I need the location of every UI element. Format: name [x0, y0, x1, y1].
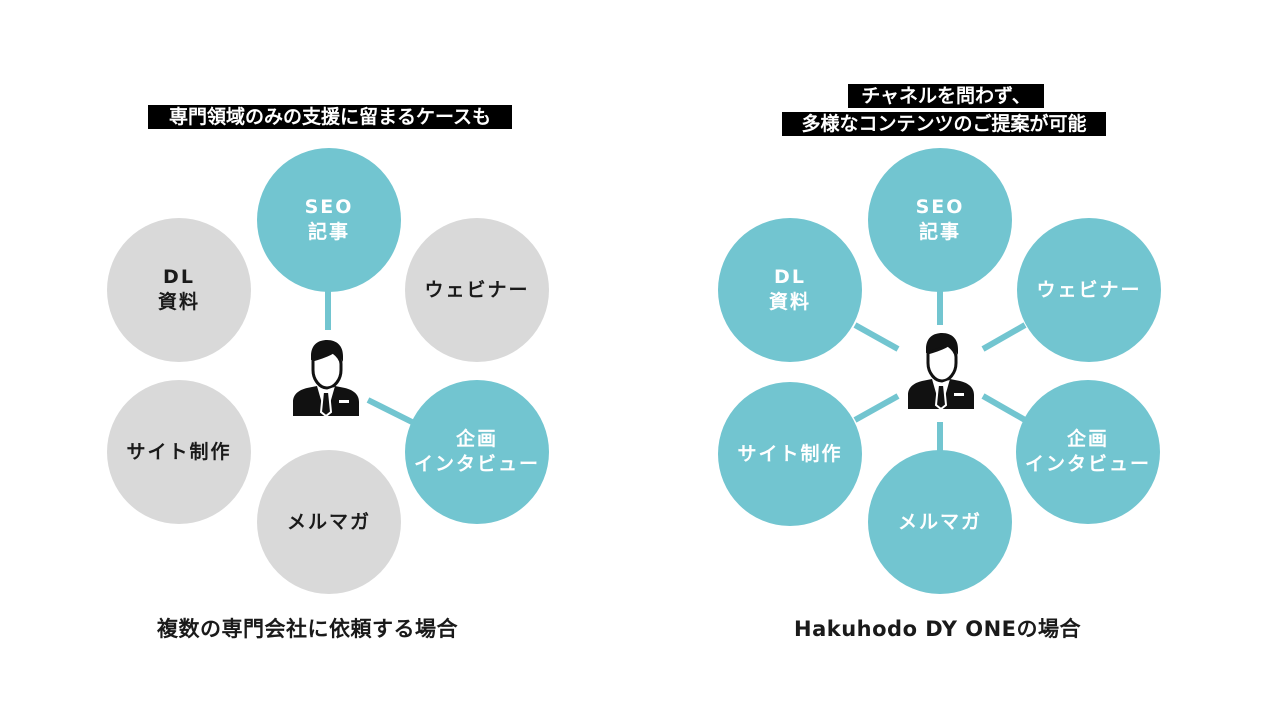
left-panel: 専門領域のみの支援に留まるケースも SEO 記事 ウェビナー 企画 インタビュー… — [107, 105, 549, 641]
right-node-site: サイト制作 — [718, 382, 862, 526]
right-node-seo: SEO 記事 — [868, 148, 1012, 292]
right-panel: チャネルを問わず、 多様なコンテンツのご提案が可能 SEO 記事 ウェビナー 企… — [718, 84, 1161, 641]
left-node-kikaku-interview: 企画 インタビュー — [405, 380, 549, 524]
connector-right-webinar — [981, 322, 1027, 352]
left-node-merumaga: メルマガ — [257, 450, 401, 594]
businessman-icon — [293, 340, 359, 418]
businessman-icon — [908, 333, 974, 411]
left-node-webinar: ウェビナー — [405, 218, 549, 362]
left-node-seo: SEO 記事 — [257, 148, 401, 292]
left-footer-label: 複数の専門会社に依頼する場合 — [157, 617, 458, 641]
connector-right-dl — [853, 322, 900, 352]
left-node-dl: DL 資料 — [107, 218, 251, 362]
right-node-webinar: ウェビナー — [1017, 218, 1161, 362]
right-caption-line1: チャネルを問わず、 — [848, 84, 1044, 108]
right-node-dl: DL 資料 — [718, 218, 862, 362]
left-caption: 専門領域のみの支援に留まるケースも — [148, 105, 512, 129]
left-node-site: サイト制作 — [107, 380, 251, 524]
connector-left-kikaku — [366, 397, 414, 425]
right-footer-label: Hakuhodo DY ONEの場合 — [794, 617, 1082, 641]
connector-right-site — [853, 393, 900, 423]
right-node-kikaku-interview: 企画 インタビュー — [1016, 380, 1160, 524]
connector-right-kikaku — [981, 393, 1027, 423]
right-caption-line2: 多様なコンテンツのご提案が可能 — [782, 112, 1106, 136]
right-node-merumaga: メルマガ — [868, 450, 1012, 594]
